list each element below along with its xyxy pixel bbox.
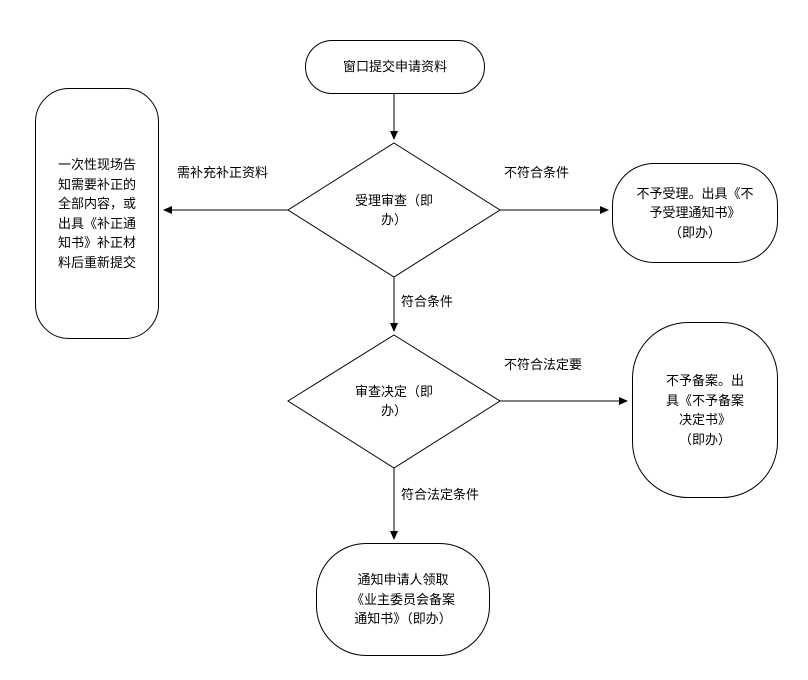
reject-accept-label: 不予受理。出具《不 予受理通知书》 （即办） bbox=[636, 185, 754, 240]
edge-label-need-supplement: 需补充补正资料 bbox=[177, 165, 269, 180]
edge-label-not-meet-legal: 不符合法定要 bbox=[504, 357, 583, 372]
decision-accept-review-node: 受理审查（即 办） bbox=[334, 186, 454, 234]
edge-label-meet-condition: 符合条件 bbox=[401, 294, 454, 309]
supplement-note-label: 一次性现场告 知需要补正的 全部内容，或 出具《补正通 知书》补正材 料后重新提… bbox=[57, 157, 136, 270]
decision-review-decision-label: 审查决定（即 办） bbox=[354, 383, 433, 419]
start-node-label: 窗口提交申请资料 bbox=[342, 59, 447, 75]
edge-label-not-meet-condition: 不符合条件 bbox=[504, 165, 570, 180]
supplement-note-node: 一次性现场告 知需要补正的 全部内容，或 出具《补正通 知书》补正材 料后重新提… bbox=[35, 88, 159, 339]
end-node-label: 通知申请人领取 《业主委员会备案 通知书》（即办） bbox=[350, 572, 455, 627]
edge-label-meet-legal: 符合法定条件 bbox=[401, 487, 480, 502]
reject-record-node: 不予备案。出 具《不予备案 决定书》 （即办） bbox=[632, 322, 778, 498]
reject-accept-node: 不予受理。出具《不 予受理通知书》 （即办） bbox=[612, 163, 778, 263]
decision-accept-review-label: 受理审查（即 办） bbox=[354, 192, 433, 228]
end-node: 通知申请人领取 《业主委员会备案 通知书》（即办） bbox=[316, 543, 490, 656]
decision-review-decision-node: 审查决定（即 办） bbox=[334, 377, 454, 425]
reject-record-label: 不予备案。出 具《不予备案 决定书》 （即办） bbox=[665, 373, 744, 447]
start-node: 窗口提交申请资料 bbox=[305, 40, 485, 94]
